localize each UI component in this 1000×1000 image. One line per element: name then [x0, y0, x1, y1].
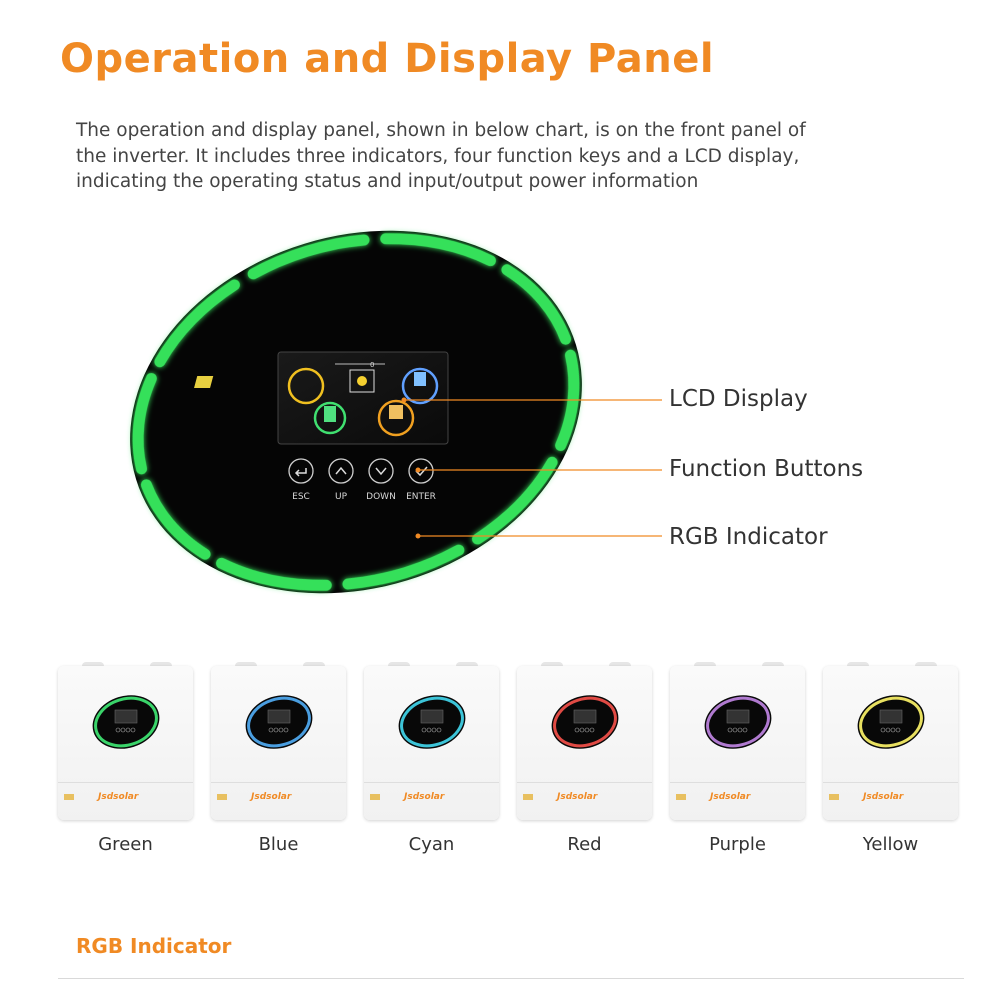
- page-title: Operation and Display Panel: [60, 36, 715, 82]
- callout-dot: [415, 467, 421, 473]
- callout-label-buttons: Function Buttons: [669, 456, 864, 482]
- pv-gauge-icon: [287, 367, 325, 405]
- lcd-display: 0: [194, 351, 449, 445]
- case-stripe: [211, 782, 346, 783]
- solar-panel-icon: [194, 376, 214, 388]
- load-gauge-icon: [377, 399, 415, 437]
- variant-panel-icon: [704, 695, 772, 749]
- case-stripe: [517, 782, 652, 783]
- case-sticker: [370, 794, 380, 800]
- brand-logo: Jsdsolar: [557, 792, 598, 802]
- case-sticker: [676, 794, 686, 800]
- callout-label-rgb: RGB Indicator: [669, 524, 828, 550]
- button-ring: [328, 458, 354, 484]
- chevron-down-icon: [375, 467, 387, 476]
- intro-line: indicating the operating status and inpu…: [76, 171, 699, 192]
- display-panel-illustration: 0 ESC UP DOWN ENTER: [130, 230, 662, 594]
- ring-segment: [132, 373, 157, 475]
- variant-caption: Cyan: [408, 834, 455, 855]
- callout-dot: [401, 397, 407, 403]
- grid-gauge-icon: [401, 367, 439, 405]
- divider: [58, 978, 964, 979]
- case-stripe: [364, 782, 499, 783]
- variant-panel-icon: [551, 695, 619, 749]
- button-label: DOWN: [366, 492, 396, 502]
- variant-caption: Blue: [258, 834, 299, 855]
- callout-lines: [404, 399, 662, 537]
- case-stripe: [670, 782, 805, 783]
- button-label: ENTER: [406, 492, 436, 502]
- case-stripe: [823, 782, 958, 783]
- button-label: UP: [335, 492, 348, 502]
- case-sticker: [523, 794, 533, 800]
- grid-tower-icon: [414, 372, 426, 386]
- brand-logo: Jsdsolar: [710, 792, 751, 802]
- button-ring: [288, 458, 314, 484]
- variant-panel-icon: [857, 695, 925, 749]
- section-title: RGB Indicator: [76, 934, 232, 958]
- button-label: ESC: [292, 492, 310, 502]
- callout-dot: [415, 533, 421, 539]
- return-arrow-icon: [294, 468, 307, 477]
- brand-logo: Jsdsolar: [251, 792, 292, 802]
- color-variants: Jsdsolar Green Jsdsolar Blue: [58, 662, 968, 872]
- ring-segment: [380, 233, 496, 267]
- case-stripe: [58, 782, 193, 783]
- load-icon: [389, 405, 403, 419]
- ring-segment: [216, 557, 332, 591]
- ring-segment: [342, 544, 465, 590]
- button-down[interactable]: DOWN: [366, 458, 396, 502]
- variant-panel-icon: [92, 695, 160, 749]
- variant-caption: Purple: [709, 834, 766, 855]
- case-sticker: [64, 794, 74, 800]
- button-up[interactable]: UP: [328, 458, 354, 502]
- ring-segment: [140, 479, 211, 560]
- intro-line: the inverter. It includes three indicato…: [76, 145, 800, 167]
- variant-purple: Jsdsolar Purple: [670, 662, 805, 862]
- ring-segment: [472, 456, 558, 545]
- variant-green: Jsdsolar Green: [58, 662, 193, 862]
- button-esc[interactable]: ESC: [288, 458, 314, 502]
- variant-yellow: Jsdsolar Yellow: [823, 662, 958, 862]
- callout-label-lcd: LCD Display: [669, 386, 808, 412]
- brand-logo: Jsdsolar: [98, 792, 139, 802]
- variant-cyan: Jsdsolar Cyan: [364, 662, 499, 862]
- variant-red: Jsdsolar Red: [517, 662, 652, 862]
- intro-line: The operation and display panel, shown i…: [76, 120, 806, 141]
- battery-gauge-icon: [313, 401, 347, 435]
- sun-icon-frame: [349, 369, 375, 393]
- battery-icon: [324, 406, 336, 422]
- button-ring: [368, 458, 394, 484]
- variant-caption: Red: [567, 834, 602, 855]
- brand-logo: Jsdsolar: [404, 792, 445, 802]
- brand-logo: Jsdsolar: [863, 792, 904, 802]
- variant-panel-icon: [245, 695, 313, 749]
- case-sticker: [829, 794, 839, 800]
- sun-icon: [357, 376, 367, 386]
- intro-paragraph: The operation and display panel, shown i…: [76, 118, 906, 195]
- variant-panel-icon: [398, 695, 466, 749]
- ring-segment: [501, 264, 572, 345]
- variant-blue: Jsdsolar Blue: [211, 662, 346, 862]
- case-sticker: [217, 794, 227, 800]
- chevron-up-icon: [335, 466, 347, 475]
- ring-segment: [154, 279, 240, 368]
- variant-caption: Green: [98, 834, 153, 855]
- variant-caption: Yellow: [862, 834, 919, 855]
- button-ring: [408, 458, 434, 484]
- ring-segment: [247, 234, 370, 280]
- svg-text:0: 0: [370, 361, 374, 369]
